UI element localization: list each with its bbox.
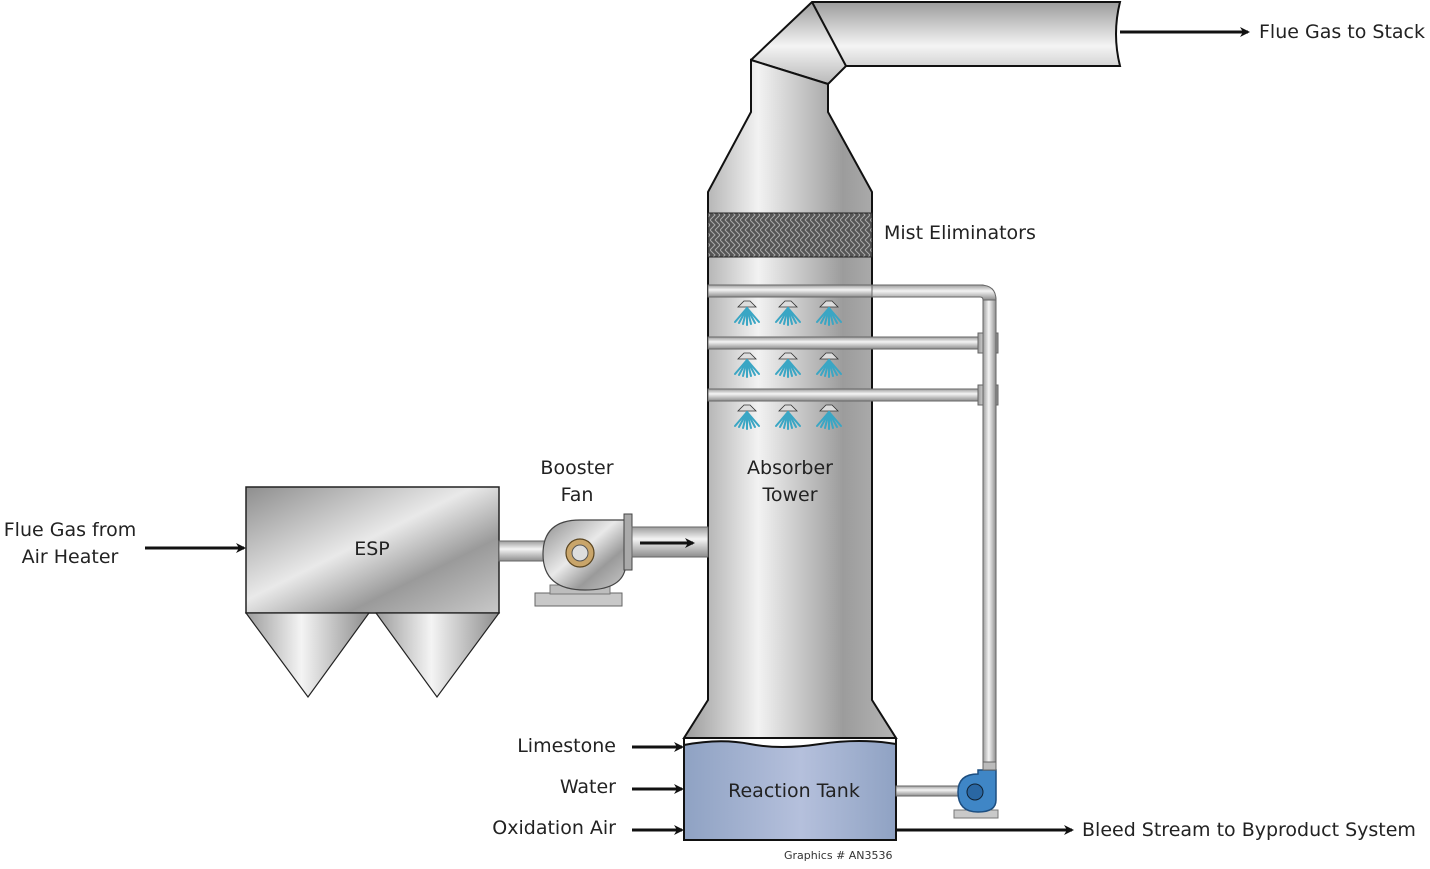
spray-jet bbox=[828, 411, 842, 427]
spray-header-pipe bbox=[707, 388, 984, 402]
spray-jet bbox=[828, 307, 842, 323]
recycle-riser-pipe bbox=[982, 297, 997, 769]
water-label: Water bbox=[559, 776, 616, 798]
booster-fan-label: Booster Fan bbox=[517, 455, 637, 509]
esp-label: ESP bbox=[354, 538, 390, 560]
recycle-pump-icon bbox=[953, 761, 999, 819]
nozzle-head bbox=[778, 352, 798, 360]
graphics-credit: Graphics # AN3536 bbox=[784, 849, 893, 862]
nozzle-head bbox=[778, 404, 798, 412]
spray-nozzle-icon bbox=[816, 300, 842, 326]
spray-nozzle-icon bbox=[775, 404, 801, 430]
absorber-label: Absorber Tower bbox=[730, 455, 850, 509]
absorber-label-line2: Tower bbox=[762, 484, 818, 506]
nozzle-head bbox=[819, 300, 839, 308]
spray-jet bbox=[828, 359, 842, 375]
booster-fan-icon bbox=[534, 513, 633, 607]
absorber-label-line1: Absorber bbox=[747, 457, 833, 479]
reaction-tank-label: Reaction Tank bbox=[728, 780, 860, 802]
nozzle-head bbox=[737, 300, 757, 308]
nozzle-head bbox=[778, 300, 798, 308]
spray-jet bbox=[787, 411, 801, 427]
spray-nozzle-icon bbox=[734, 300, 760, 326]
outlet-label: Flue Gas to Stack bbox=[1259, 21, 1425, 43]
mist-eliminators-label: Mist Eliminators bbox=[884, 222, 1036, 244]
nozzle-head bbox=[819, 404, 839, 412]
inlet-label-line1: Flue Gas from bbox=[3, 519, 137, 541]
spray-nozzle-icon bbox=[734, 352, 760, 378]
nozzle-head bbox=[819, 352, 839, 360]
spray-nozzle-icon bbox=[816, 352, 842, 378]
riser-elbow bbox=[871, 284, 997, 301]
limestone-label: Limestone bbox=[517, 735, 616, 757]
spray-jet bbox=[746, 359, 760, 375]
bleed-label: Bleed Stream to Byproduct System bbox=[1082, 819, 1416, 841]
spray-jet bbox=[746, 307, 760, 323]
spray-jet bbox=[746, 411, 760, 427]
esp-unit bbox=[244, 486, 501, 699]
spray-nozzle-icon bbox=[775, 352, 801, 378]
spray-jet bbox=[787, 359, 801, 375]
spray-nozzle-icon bbox=[734, 404, 760, 430]
mist-eliminator-pack bbox=[707, 212, 873, 258]
spray-jet bbox=[787, 307, 801, 323]
nozzle-head bbox=[737, 404, 757, 412]
oxidation-air-label: Oxidation Air bbox=[492, 817, 616, 839]
booster-fan-label-line2: Fan bbox=[560, 484, 594, 506]
spray-header-pipe bbox=[707, 336, 984, 350]
inlet-label: Flue Gas from Air Heater bbox=[0, 517, 140, 571]
booster-fan-label-line1: Booster bbox=[540, 457, 614, 479]
spray-nozzle-icon bbox=[816, 404, 842, 430]
inlet-label-line2: Air Heater bbox=[21, 546, 119, 568]
pump-suction-pipe bbox=[895, 785, 969, 797]
nozzle-head bbox=[737, 352, 757, 360]
reaction-tank bbox=[683, 740, 897, 841]
spray-nozzle-icon bbox=[775, 300, 801, 326]
